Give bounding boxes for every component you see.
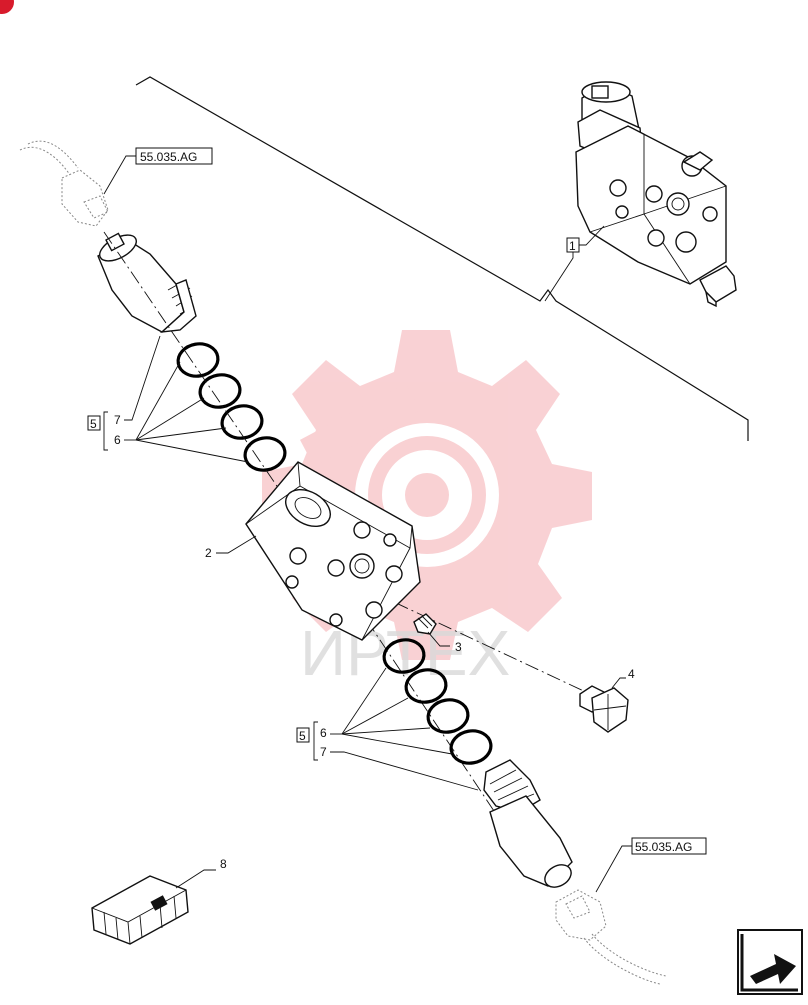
reference-top-left[interactable]: 55.035.AG	[103, 147, 213, 195]
connector-ghost-top	[19, 140, 109, 227]
kit-upper-label: 5	[90, 417, 97, 431]
connector-ghost-bottom	[555, 889, 667, 985]
callout-item-3: 3	[427, 631, 462, 654]
callout-item-8: 8	[175, 857, 227, 889]
plug-3	[413, 613, 437, 635]
solenoid-cartridge-lower	[483, 759, 573, 888]
solenoid-cartridge-upper	[97, 232, 197, 333]
callout-kit-upper: 5 7 6	[87, 335, 249, 463]
callout-4-label: 4	[628, 667, 635, 681]
navigation-arrow-icon[interactable]	[737, 929, 803, 995]
lower-b-label: 7	[320, 745, 327, 759]
manifold-block-2	[245, 461, 421, 641]
upper-b-label: 6	[114, 433, 121, 447]
valve-assembly-1	[575, 81, 737, 308]
callout-kit-lower: 5 6 7	[296, 667, 479, 791]
reference-bottom-right-text: 55.035.AG	[635, 840, 692, 854]
hex-plug-4	[579, 685, 629, 733]
upper-a-label: 7	[114, 413, 121, 427]
callout-1-label: 1	[569, 239, 576, 253]
callout-item-2: 2	[205, 535, 257, 560]
reference-top-left-text: 55.035.AG	[140, 150, 197, 164]
corner-badge-icon	[0, 0, 14, 14]
watermark-text: ИРТЕХ	[300, 617, 510, 689]
reference-bottom-right[interactable]: 55.035.AG	[595, 837, 707, 893]
callout-3-label: 3	[455, 640, 462, 654]
grouping-bracket-line	[135, 76, 749, 441]
lower-a-label: 6	[320, 726, 327, 740]
o-rings-upper	[176, 342, 287, 472]
callout-8-label: 8	[220, 857, 227, 871]
o-rings-lower	[382, 638, 493, 765]
callout-item-4: 4	[611, 667, 635, 689]
crate-icon	[91, 875, 189, 945]
kit-lower-label: 5	[299, 729, 306, 743]
callout-item-1: 1	[544, 225, 605, 302]
callout-2-label: 2	[205, 546, 212, 560]
